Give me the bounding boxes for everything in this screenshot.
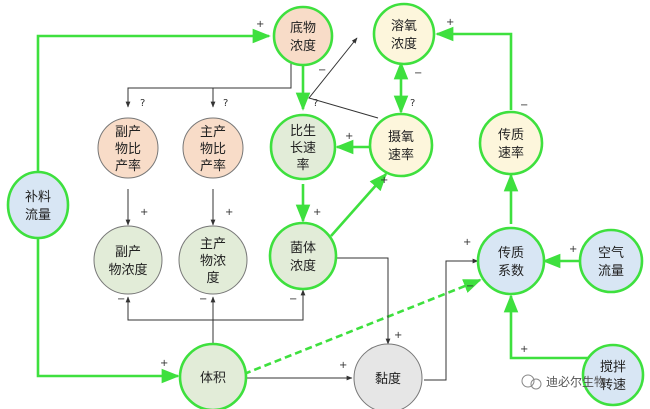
- node-product-ratio: 主产 物比 产率: [182, 117, 244, 179]
- polarity-signs: + + − − − ? ? ? ? + + + + + − − − + + − …: [117, 17, 577, 371]
- byproduct-ratio-label-2: 物比: [115, 142, 141, 157]
- sign-agitation-plus: +: [520, 344, 528, 355]
- node-mass-transfer-coef: 传质 系数: [476, 226, 546, 296]
- sign-q-byproduct: ?: [140, 98, 145, 109]
- edge-volume-to-coef: [243, 278, 482, 376]
- growth-label-2: 长速: [290, 141, 316, 156]
- biomass-label-2: 浓度: [290, 258, 316, 274]
- sign-byconc-minus: −: [117, 294, 125, 305]
- sign-growth-plus: +: [345, 131, 353, 142]
- biomass-label-1: 菌体: [290, 241, 316, 256]
- do-label-2: 浓度: [391, 36, 417, 52]
- chat-bubble-icon-2: [530, 378, 542, 390]
- byproduct-ratio-label-1: 副产: [115, 125, 141, 140]
- viscosity-label: 黏度: [375, 371, 401, 387]
- byproduct-ratio-label-3: 产率: [115, 158, 141, 174]
- sign-q-growth: ?: [313, 98, 318, 109]
- edge-uptake-to-substrate: [308, 37, 379, 119]
- node-byproduct-conc: 副产 物浓度: [93, 225, 163, 295]
- sign-q-uptake: ?: [410, 98, 415, 109]
- sign-do-minus: −: [414, 68, 422, 79]
- product-ratio-label-2: 物比: [200, 142, 226, 157]
- substrate-label-1: 底物: [290, 20, 316, 36]
- uptake-label-2: 速率: [388, 147, 414, 163]
- node-byproduct-ratio: 副产 物比 产率: [97, 117, 159, 179]
- growth-label-3: 率: [296, 157, 309, 173]
- sign-transfer-minus: −: [520, 100, 528, 111]
- node-volume: 体积: [178, 342, 248, 409]
- node-viscosity: 黏度: [353, 343, 423, 409]
- watermark: 迪必尔生物: [521, 374, 606, 390]
- substrate-label-2: 浓度: [290, 38, 316, 54]
- sign-feed-substrate: +: [256, 19, 264, 30]
- product-conc-label-3: 度: [206, 270, 219, 286]
- green-links: [36, 26, 598, 384]
- volume-label: 体积: [200, 371, 226, 386]
- product-ratio-label-3: 产率: [200, 158, 226, 174]
- sign-air-plus: +: [569, 244, 577, 255]
- sign-substrate-minus: −: [318, 65, 326, 76]
- edge-substrate-to-byproduct-ratio: [125, 60, 292, 108]
- byproduct-conc-label-2: 物浓度: [108, 262, 147, 278]
- sign-biomass-minus: −: [289, 294, 297, 305]
- product-conc-label-2: 物浓: [200, 254, 226, 269]
- transfer-coef-label-2: 系数: [498, 264, 524, 279]
- edge-biomass-to-viscosity: [336, 257, 391, 345]
- transfer-rate-label-1: 传质: [498, 128, 524, 143]
- product-conc-label-1: 主产: [200, 237, 226, 252]
- sign-viscosity-plus-top: +: [394, 330, 402, 341]
- edge-feed-to-substrate: [36, 28, 271, 172]
- product-ratio-label-1: 主产: [200, 125, 226, 140]
- sign-volume-plus: +: [160, 358, 168, 369]
- agitation-label-2: 转速: [600, 378, 626, 393]
- edge-viscosity-to-coef: [424, 258, 479, 381]
- sign-uptake-plus: +: [380, 175, 388, 186]
- dark-links: [125, 37, 479, 381]
- sign-pconc-minus: −: [199, 294, 207, 305]
- edge-feed-to-volume: [36, 238, 180, 384]
- growth-label-1: 比生: [290, 124, 316, 139]
- node-biomass: 菌体 浓度: [268, 221, 338, 291]
- node-mass-transfer-rate: 传质 速率: [478, 110, 544, 176]
- watermark-text: 迪必尔生物: [546, 374, 606, 389]
- sign-coef-minus: −: [466, 281, 474, 292]
- edge-transfer-rate-to-do: [435, 26, 513, 110]
- transfer-rate-label-2: 速率: [498, 145, 524, 161]
- feed-flow-label-1: 补料: [25, 190, 51, 205]
- sign-q-product: ?: [223, 98, 228, 109]
- node-feed-flow: 补料 流量: [6, 170, 70, 240]
- chat-bubble-icon: [521, 374, 535, 388]
- agitation-label-1: 搅拌: [600, 359, 626, 375]
- edge-biomass-to-uptake: [330, 172, 388, 237]
- transfer-coef-label-1: 传质: [498, 246, 524, 261]
- sign-viscosity-plus-left: +: [339, 360, 347, 371]
- node-product-conc: 主产 物浓 度: [178, 225, 248, 295]
- node-substrate: 底物 浓度: [272, 5, 334, 67]
- air-flow-label-1: 空气: [598, 245, 624, 261]
- node-dissolved-oxygen: 溶氧 浓度: [372, 2, 436, 66]
- sign-coef-plus-left: +: [463, 237, 471, 248]
- air-flow-label-2: 流量: [598, 264, 624, 279]
- uptake-label-1: 摄氧: [388, 130, 414, 145]
- node-agitation: 搅拌 转速: [581, 343, 645, 407]
- edge-volume-to-biomass: [213, 289, 306, 321]
- sign-byconc-plus: +: [140, 207, 148, 218]
- edge-agitation-to-coef: [503, 294, 598, 360]
- sign-pconc-plus: +: [225, 207, 233, 218]
- edge-volume-to-byconc: [125, 296, 213, 321]
- node-oxygen-uptake: 摄氧 速率: [368, 112, 434, 178]
- sign-biomass-plus: +: [313, 207, 321, 218]
- sign-do-top: +: [446, 17, 454, 28]
- do-label-1: 溶氧: [391, 19, 417, 34]
- node-specific-growth: 比生 长速 率: [269, 113, 337, 181]
- feed-flow-label-2: 流量: [25, 208, 51, 223]
- node-air-flow: 空气 流量: [578, 228, 644, 294]
- byproduct-conc-label-1: 副产: [115, 245, 141, 260]
